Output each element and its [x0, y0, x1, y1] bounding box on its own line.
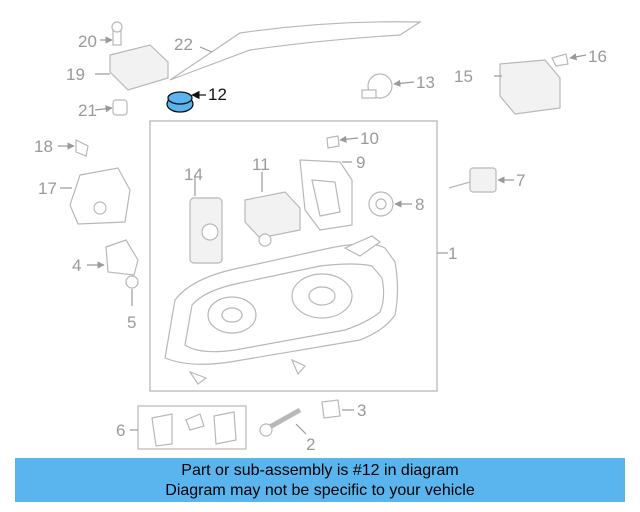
callout-12: 12: [208, 85, 227, 104]
banner-line-1: Part or sub-assembly is #12 in diagram: [181, 462, 459, 479]
part-3: [321, 399, 341, 419]
callout-16: 16: [588, 47, 607, 66]
callout-5: 5: [127, 313, 136, 332]
part-10: [326, 135, 340, 149]
info-banner: Part or sub-assembly is #12 in diagram D…: [15, 458, 625, 502]
callout-11: 11: [252, 155, 270, 174]
part-11: [244, 172, 301, 247]
part-5: [125, 275, 139, 306]
part-14: [189, 176, 223, 264]
callout-9: 9: [356, 153, 365, 172]
callout-21: 21: [78, 101, 97, 120]
part-17: [69, 167, 131, 225]
part-9: [299, 159, 353, 231]
banner-line-2: Diagram may not be specific to your vehi…: [165, 482, 475, 499]
part-2: [259, 407, 302, 437]
part-4: [105, 239, 139, 276]
parts-diagram: 20 19 21 22 12 13 15 16 18 17 4 5 14 11 …: [34, 21, 607, 454]
headlamp-housing: [164, 235, 399, 385]
callout-10: 10: [360, 129, 379, 148]
callout-15: 15: [454, 67, 473, 86]
part-18: [75, 139, 89, 157]
callout-22: 22: [174, 35, 193, 54]
callout-8: 8: [415, 195, 424, 214]
callout-17: 17: [38, 179, 57, 198]
part-12: [166, 90, 206, 113]
part-20: [111, 21, 123, 46]
part-16: [551, 53, 569, 67]
part-7: [448, 167, 497, 193]
part-19: [109, 44, 169, 91]
callout-18: 18: [34, 137, 53, 156]
callout-6: 6: [116, 421, 125, 440]
callout-13: 13: [416, 73, 435, 92]
callout-19: 19: [66, 65, 85, 84]
callout-2: 2: [306, 435, 315, 454]
callout-14: 14: [184, 165, 203, 184]
part-22: [169, 21, 422, 81]
callout-3: 3: [357, 401, 366, 420]
part-13: [361, 73, 393, 99]
part-21: [112, 99, 128, 116]
part-15: [499, 59, 561, 115]
headlamp-assembly-box: [149, 120, 438, 392]
part-8: [368, 191, 394, 217]
part-6: [137, 405, 247, 450]
callout-7: 7: [516, 171, 525, 190]
callout-20: 20: [78, 32, 97, 51]
callout-1: 1: [448, 244, 457, 263]
callout-4: 4: [72, 256, 81, 275]
